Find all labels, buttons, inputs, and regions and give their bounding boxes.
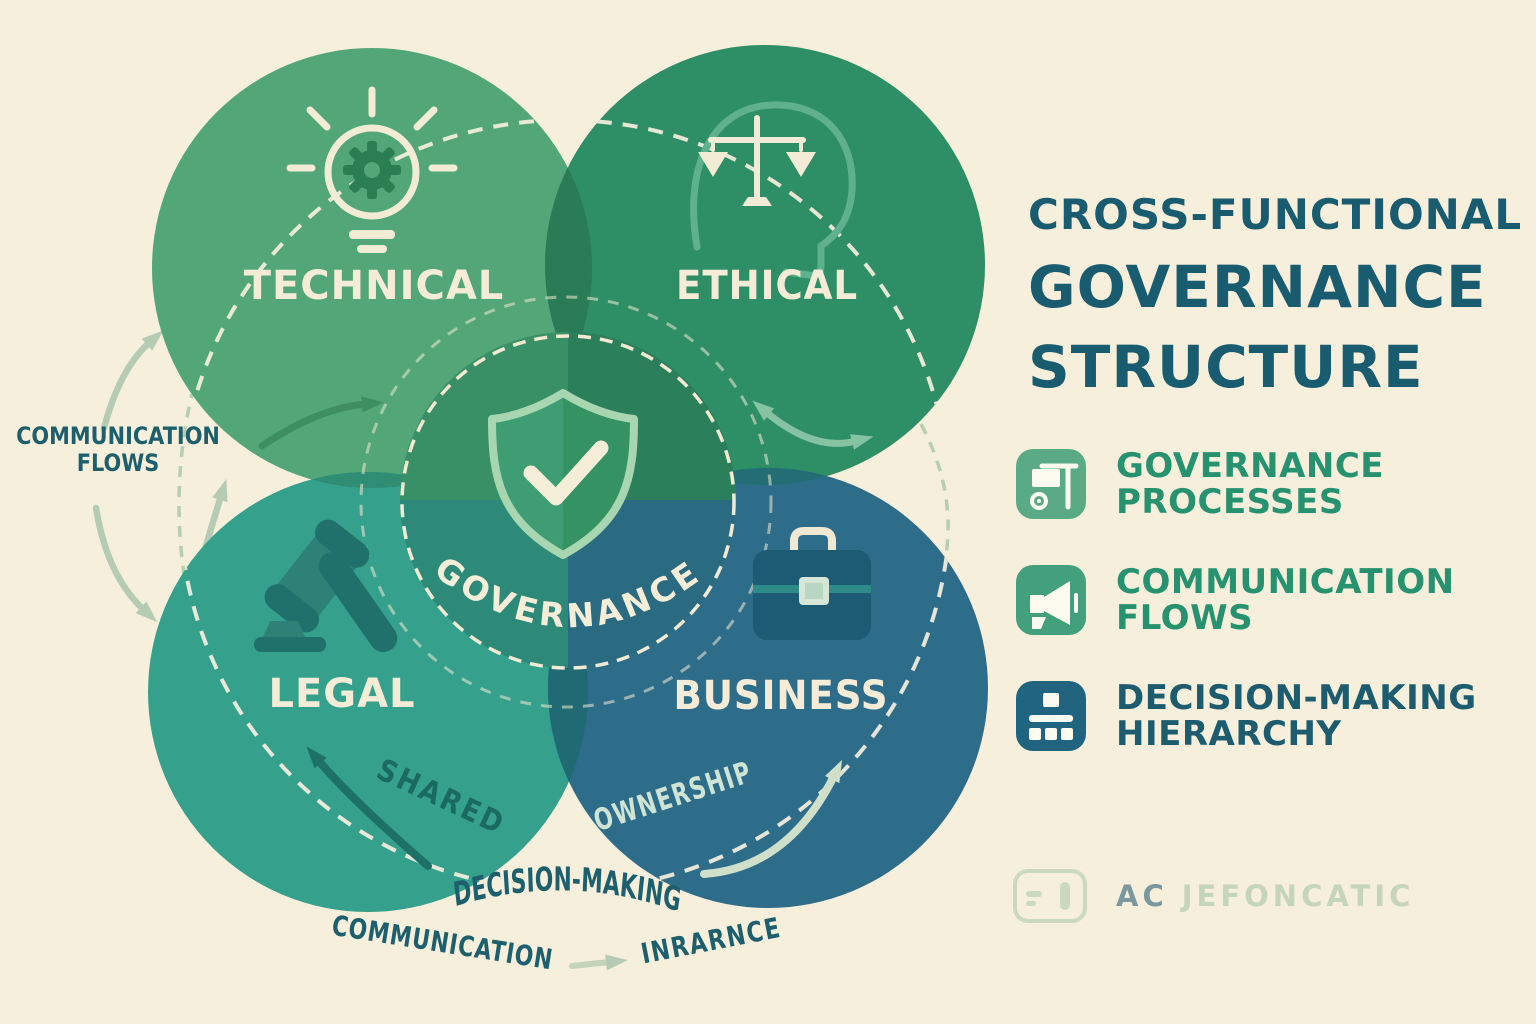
communication-bottom-label: COMMUNICATION xyxy=(330,909,556,976)
venn-diagram: TECHNICAL ETHICAL LEGAL xyxy=(16,45,988,976)
title-line-2: GOVERNANCE xyxy=(1028,253,1487,321)
outer-dashed-ring-right xyxy=(919,423,950,619)
technical-label: TECHNICAL xyxy=(244,263,505,309)
shield-check-icon xyxy=(488,389,638,559)
org-chart-icon xyxy=(1016,681,1086,751)
watermark-prefix: AC xyxy=(1116,879,1168,913)
legend-item-communication-flows: COMMUNICATION FLOWS xyxy=(1016,564,1477,636)
communication-flows-left-label: COMMUNICATION FLOWS xyxy=(16,423,220,478)
gear-icon xyxy=(343,141,401,199)
technical-to-center-arrow xyxy=(258,396,384,450)
ethical-label: ETHICAL xyxy=(676,263,858,310)
legend-label: GOVERNANCE PROCESSES xyxy=(1116,446,1385,522)
legend-item-governance-processes: GOVERNANCE PROCESSES xyxy=(1016,448,1477,520)
megaphone-icon xyxy=(1016,565,1086,635)
watermark: AC JEFONCATIC xyxy=(1012,868,1414,924)
svg-text:COMMUNICATION: COMMUNICATION xyxy=(16,423,220,451)
head-scales-icon xyxy=(690,101,856,279)
business-label: BUSINESS xyxy=(673,673,888,720)
inrarnce-label: INRARNCE xyxy=(638,910,784,970)
legend-label: DECISION-MAKING HIERARCHY xyxy=(1116,678,1477,754)
ethical-center-double-arrow xyxy=(752,400,874,450)
svg-text:FLOWS: FLOWS xyxy=(77,450,160,478)
flow-arrow-down-left xyxy=(92,504,158,623)
legend: GOVERNANCE PROCESSES COMMUNICATION FLOWS xyxy=(1016,448,1477,796)
briefcase-icon xyxy=(753,527,871,640)
lightbulb-gear-icon xyxy=(286,86,458,253)
rounded-badge-logo-icon xyxy=(1013,869,1087,923)
watermark-name: JEFONCATIC xyxy=(1181,879,1415,913)
page-title: CROSS-FUNCTIONAL GOVERNANCE STRUCTURE xyxy=(1028,190,1523,401)
flow-arrow-up-left xyxy=(100,330,164,432)
watermark-text: AC JEFONCATIC xyxy=(1116,879,1414,913)
checkmark-icon xyxy=(523,440,609,506)
communication-inrarnce-arrow xyxy=(569,954,628,971)
gavel-icon xyxy=(254,519,398,653)
legend-item-decision-hierarchy: DECISION-MAKING HIERARCHY xyxy=(1016,680,1477,752)
middle-dashed-ring xyxy=(359,295,773,709)
right-panel: CROSS-FUNCTIONAL GOVERNANCE STRUCTURE GO… xyxy=(1000,0,1536,1024)
title-line-3: STRUCTURE xyxy=(1028,333,1424,401)
legend-label: COMMUNICATION FLOWS xyxy=(1116,562,1455,638)
legal-shared-arrow xyxy=(306,746,432,870)
business-ownership-arrow xyxy=(700,759,843,878)
process-flag-icon xyxy=(1016,449,1086,519)
title-line-1: CROSS-FUNCTIONAL xyxy=(1028,190,1523,239)
scales-icon xyxy=(698,115,816,206)
legal-label: LEGAL xyxy=(268,671,415,717)
governance-dashed-ring xyxy=(400,334,736,670)
